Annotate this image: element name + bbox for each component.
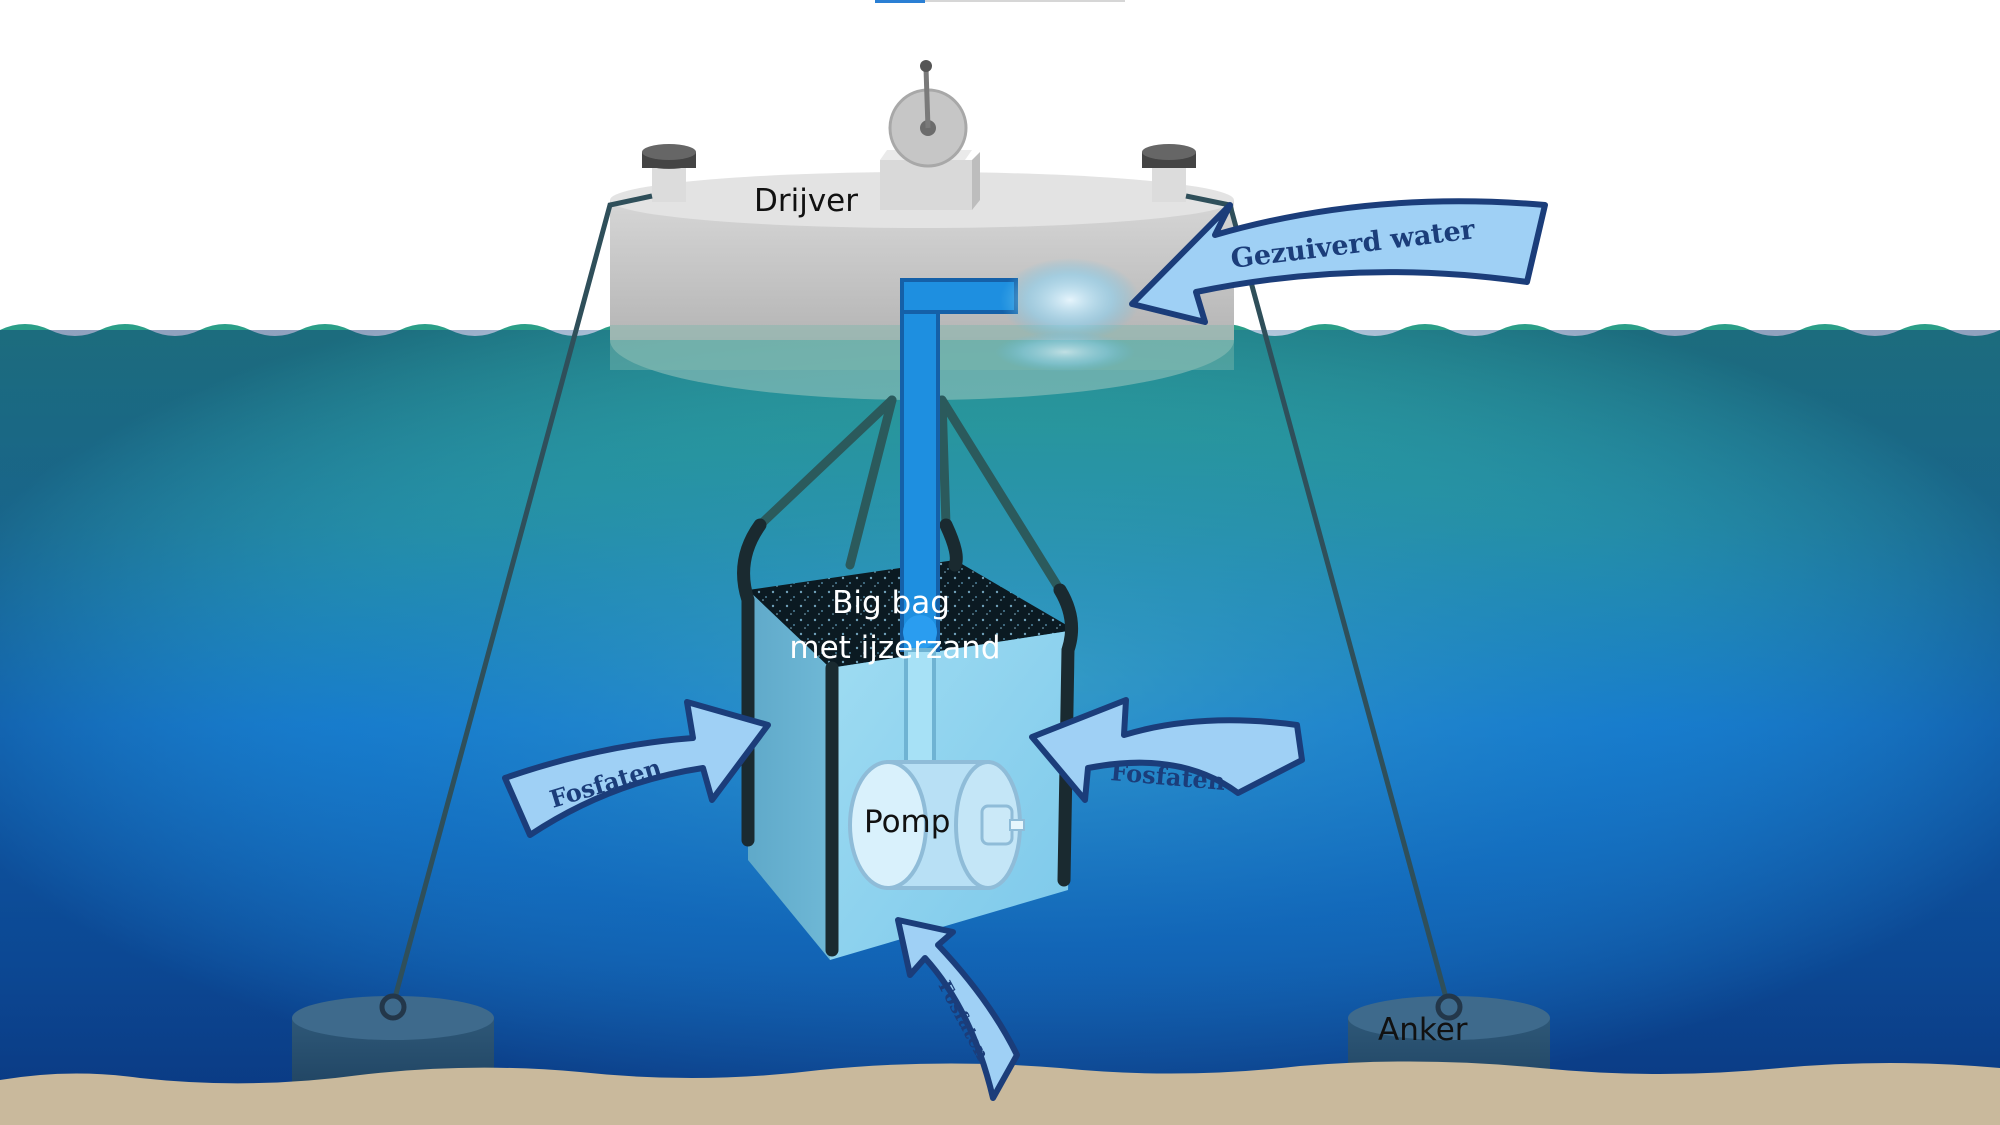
- splash-outflow: [995, 258, 1140, 372]
- purified-water-arrow: Gezuiverd water: [1129, 198, 1548, 325]
- pump-label: Pomp: [864, 804, 950, 840]
- bag-ropes: [755, 395, 1065, 595]
- bag-label-line1: Big bag: [832, 585, 950, 621]
- float-label: Drijver: [754, 183, 858, 219]
- top-gray-line: [925, 0, 1125, 2]
- anchor-label: Anker: [1378, 1012, 1468, 1048]
- pump: [848, 760, 1025, 890]
- phosphates-arrow-left: Fosfaten: [502, 699, 771, 838]
- top-accent-line: [875, 0, 925, 3]
- bag-label-line2: met ijzerzand: [789, 630, 1000, 666]
- seabed: [0, 1061, 2000, 1125]
